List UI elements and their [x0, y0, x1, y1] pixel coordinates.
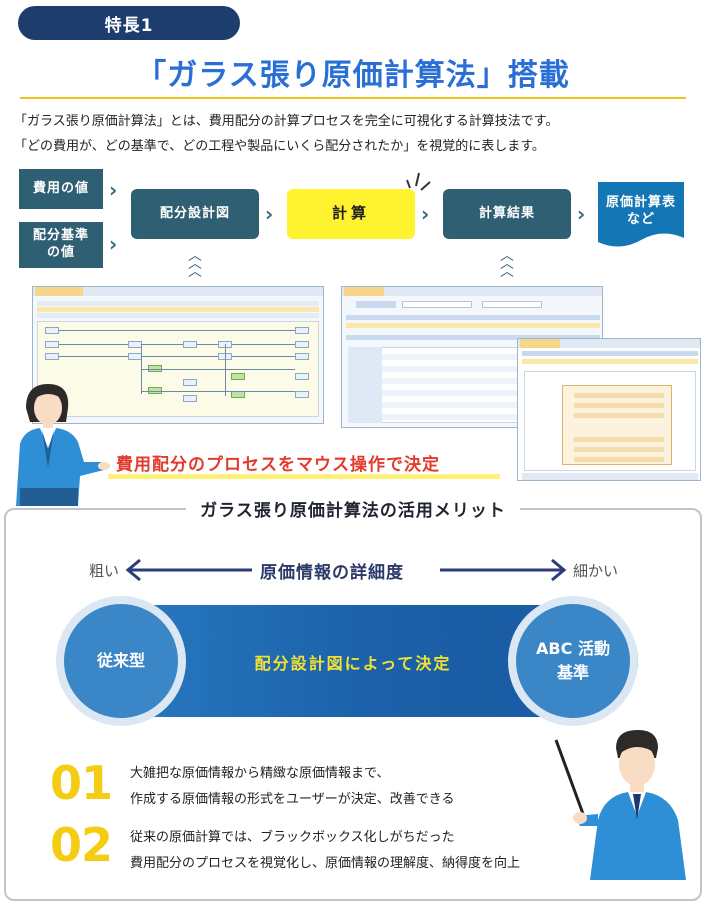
chevron-right-icon: › [421, 202, 430, 226]
mouse-label-highlight [108, 474, 500, 479]
tree-window-screenshot [517, 338, 701, 481]
mouse-operation-label: 費用配分のプロセスをマウス操作で決定 [116, 455, 440, 475]
presenter-man-icon [554, 730, 686, 880]
design-window-screenshot [32, 286, 324, 424]
scale-fine-label: 細かい [573, 562, 619, 580]
merit-02-line-2: 費用配分のプロセスを視覚化し、原価情報の理解度、納得度を向上 [130, 856, 521, 871]
chevron-right-icon: › [109, 232, 118, 256]
flow-output: 原価計算表など [605, 195, 676, 227]
merit-number-02: 02 [50, 818, 113, 872]
chevron-right-icon: › [265, 202, 274, 226]
merit-02-line-1: 従来の原価計算では、ブラックボックス化しがちだった [130, 830, 455, 845]
presenter-woman-icon [16, 384, 110, 506]
merits-title: ガラス張り原価計算法の活用メリット [0, 496, 706, 521]
flow-design-diagram: 配分設計図 [131, 189, 259, 239]
spark-icon [406, 172, 431, 191]
document-shape-icon [598, 182, 684, 247]
detail-level-title: 原価情報の詳細度 [260, 563, 404, 583]
flow-input-basis: 配分基準の値 [19, 222, 103, 268]
result-window-screenshot [341, 286, 603, 428]
chevron-right-icon: › [577, 202, 586, 226]
chevron-up-icon: ︿︿︿ [188, 248, 202, 280]
feature-badge: 特長1 [18, 6, 240, 40]
conventional-circle: 従来型 [64, 604, 178, 718]
design-decision-text: 配分設計図によって決定 [254, 654, 452, 673]
merit-01-line-1: 大雑把な原価情報から精緻な原価情報まで、 [130, 766, 390, 781]
flow-calculation: 計算 [287, 189, 415, 239]
arrow-right-icon [440, 558, 567, 582]
title-underline [20, 97, 686, 99]
arrow-left-icon [125, 558, 252, 582]
merit-number-01: 01 [50, 756, 113, 810]
page-title: 「ガラス張り原価計算法」搭載 [136, 58, 570, 93]
flow-result: 計算結果 [443, 189, 571, 239]
intro-line-1: 「ガラス張り原価計算法」とは、費用配分の計算プロセスを完全に可視化する計算技法で… [14, 114, 559, 129]
chevron-right-icon: › [109, 178, 118, 202]
abc-circle: ABC 活動基準 [516, 604, 630, 718]
merit-01-line-2: 作成する原価情報の形式をユーザーが決定、改善できる [130, 792, 455, 807]
intro-line-2: 「どの費用が、どの基準で、どの工程や製品にいくら配分されたか」を視覚的に表します… [14, 139, 545, 154]
flow-input-cost: 費用の値 [19, 169, 103, 209]
chevron-up-icon: ︿︿︿ [500, 248, 514, 280]
scale-coarse-label: 粗い [89, 562, 120, 580]
